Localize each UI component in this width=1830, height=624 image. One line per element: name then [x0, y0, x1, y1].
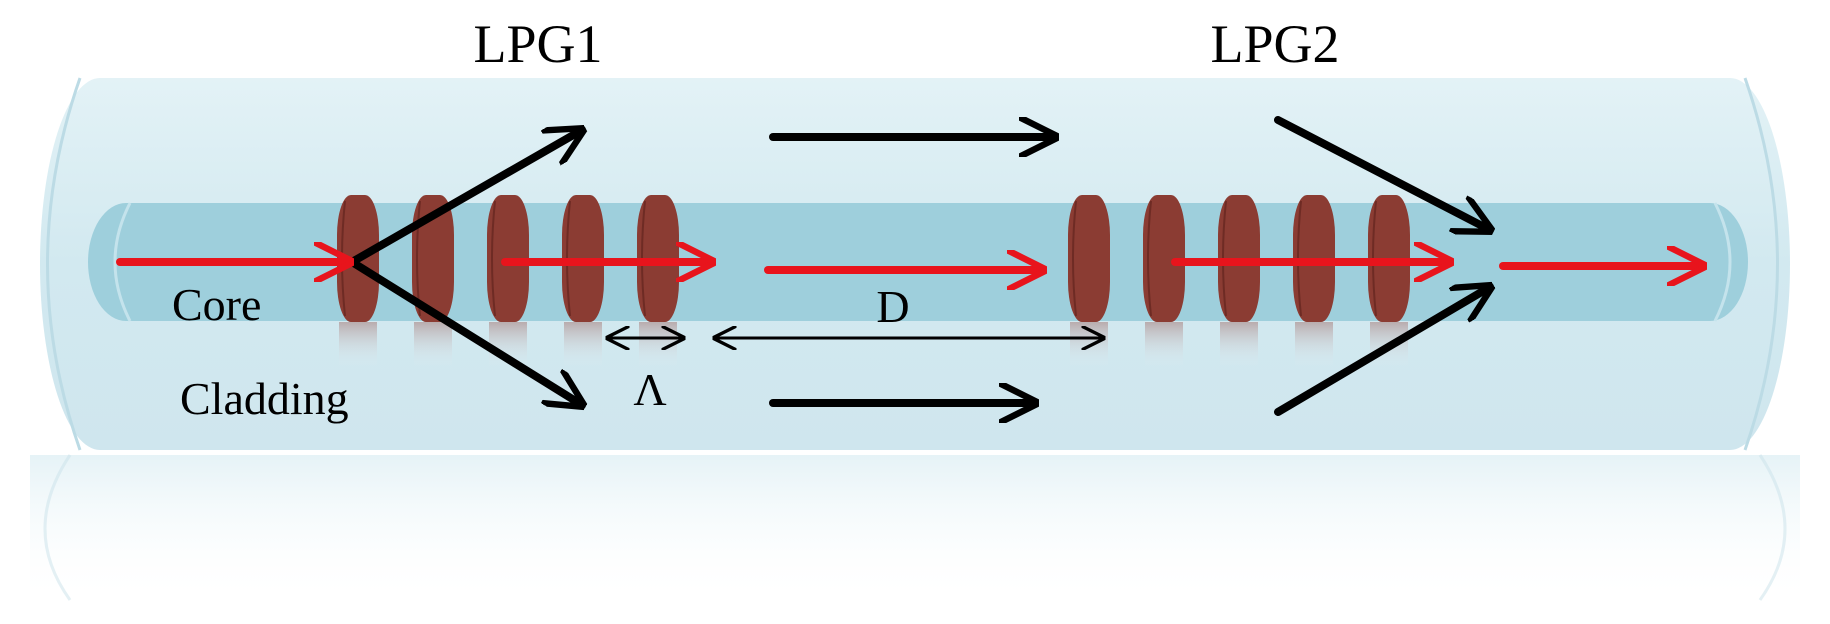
lpg2-grating-bar-edge	[1072, 200, 1077, 317]
separation-label: D	[876, 281, 909, 332]
lpg1-grating-bar-edge	[491, 200, 496, 317]
lpg2-grating-bar-reflection	[1295, 322, 1333, 367]
cladding-mode-arrows	[348, 116, 1490, 416]
period-label: Λ	[633, 364, 666, 415]
lpg1-label: LPG1	[473, 14, 602, 74]
lpg1-coupling-arrow-up	[348, 130, 582, 266]
lpg2-grating-bar	[1068, 195, 1110, 322]
lpg2-grating-bar	[1143, 195, 1185, 322]
core-label: Core	[172, 279, 261, 330]
lpg1-grating-bar-reflection	[414, 322, 452, 367]
core-mode-arrows	[116, 262, 1707, 270]
labels: LPG1 LPG2 Core Cladding Λ D	[172, 14, 1340, 424]
lpg2-grating-bar-edge	[1147, 200, 1152, 317]
lpg1-grating-bar-reflection	[339, 322, 377, 367]
lpg2-coupling-arrow-bottom	[1274, 287, 1490, 416]
lpg2-grating-bar-reflection	[1220, 322, 1258, 367]
fiber-reflection	[30, 454, 1800, 605]
lpg2-grating-bar-reflection	[1070, 322, 1108, 367]
lpg2-coupling-arrow-top	[1274, 116, 1490, 230]
lpg2-grating-bar-reflection	[1145, 322, 1183, 367]
cladding-label: Cladding	[180, 373, 349, 424]
lpg1-coupling-arrow-down	[348, 258, 582, 405]
lpg1-grating-bar-reflection	[564, 322, 602, 367]
lpg1-grating-bar-reflection	[639, 322, 677, 367]
lpg1-grating-bar	[412, 195, 454, 322]
lpg2-label: LPG2	[1210, 14, 1339, 74]
